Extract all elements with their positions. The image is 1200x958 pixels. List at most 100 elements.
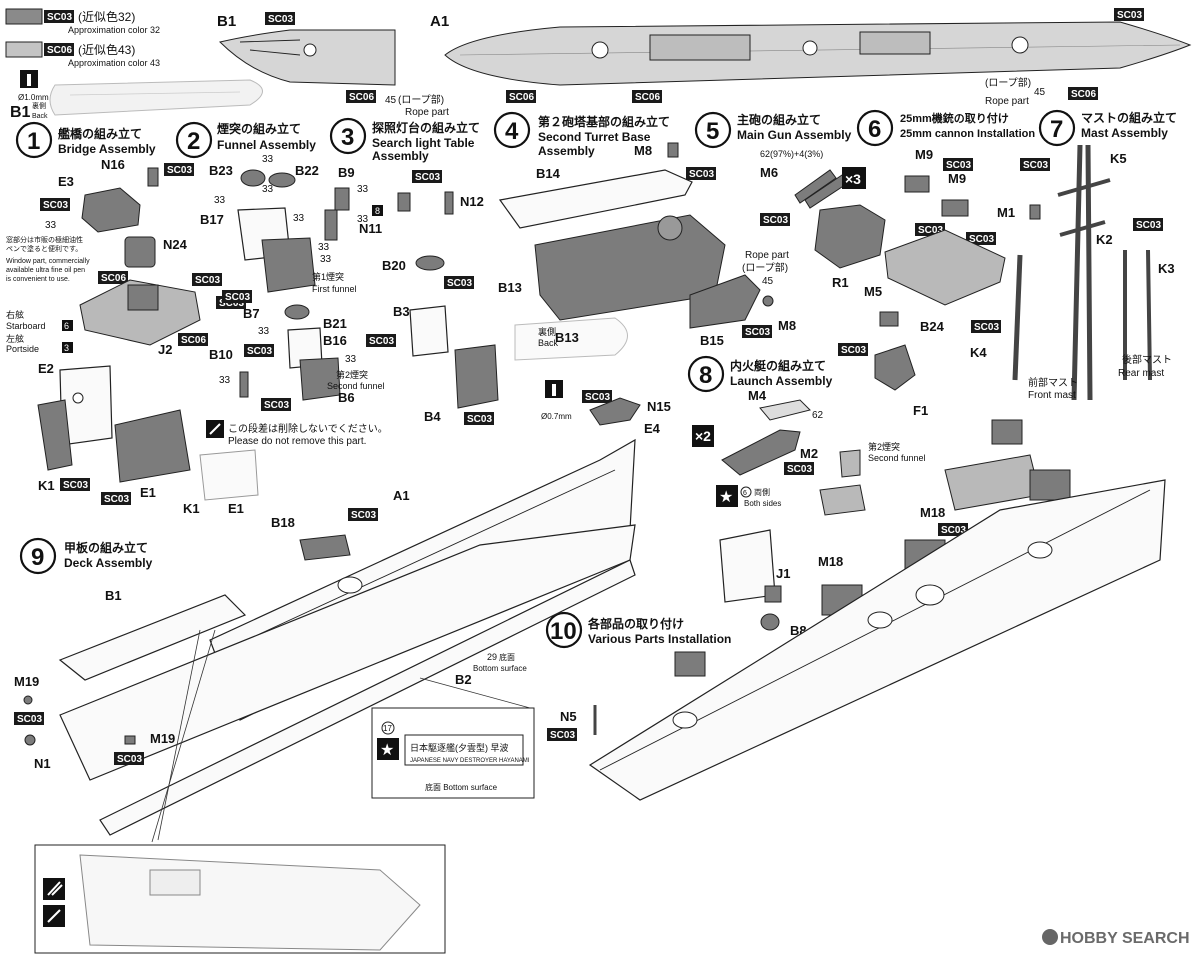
svg-text:SC03: SC03	[946, 160, 971, 171]
svg-text:33: 33	[214, 195, 226, 206]
svg-text:B13: B13	[498, 280, 522, 295]
svg-text:(近似色32): (近似色32)	[78, 10, 135, 24]
svg-text:★: ★	[380, 742, 394, 759]
svg-text:マストの組み立て: マストの組み立て	[1081, 110, 1177, 125]
legend-swatch-sc03	[5, 8, 43, 25]
svg-text:SC03: SC03	[264, 400, 289, 411]
svg-text:ペンで塗ると便利です。: ペンで塗ると便利です。	[6, 244, 82, 253]
svg-text:各部品の取り付け: 各部品の取り付け	[587, 616, 684, 631]
svg-text:Second funnel: Second funnel	[327, 381, 385, 391]
svg-text:(ロープ部): (ロープ部)	[398, 93, 444, 106]
step-6-header: 6 25mm機銃の取り付け 25mm cannon Installation	[856, 109, 1035, 147]
svg-text:N12: N12	[460, 194, 484, 209]
svg-text:B13: B13	[555, 330, 579, 345]
svg-text:B23: B23	[209, 163, 233, 178]
svg-text:E1: E1	[228, 501, 244, 516]
svg-text:Rope part: Rope part	[405, 107, 449, 118]
svg-text:E1: E1	[140, 485, 156, 500]
svg-text:SC03: SC03	[17, 714, 42, 725]
svg-text:33: 33	[357, 184, 369, 195]
svg-text:Bridge Assembly: Bridge Assembly	[58, 142, 156, 156]
svg-text:K4: K4	[970, 345, 987, 360]
svg-text:艦橋の組み立て: 艦橋の組み立て	[58, 126, 142, 141]
step-4-header: 4 第２砲塔基部の組み立て Second Turret Base Assembl…	[493, 111, 670, 158]
svg-text:Front mast: Front mast	[1028, 390, 1076, 401]
svg-text:Mast Assembly: Mast Assembly	[1081, 126, 1168, 140]
svg-text:Starboard: Starboard	[6, 321, 46, 331]
svg-text:M8: M8	[634, 143, 652, 158]
svg-text:Funnel Assembly: Funnel Assembly	[217, 138, 316, 152]
svg-text:E2: E2	[38, 361, 54, 376]
svg-text:SC03: SC03	[268, 14, 293, 25]
svg-text:4: 4	[505, 118, 519, 145]
svg-text:SC03: SC03	[195, 275, 220, 286]
svg-text:M2: M2	[800, 446, 818, 461]
svg-text:B9: B9	[338, 165, 355, 180]
svg-text:33: 33	[258, 326, 270, 337]
svg-text:Rear mast: Rear mast	[1118, 368, 1164, 379]
svg-text:Bottom surface: Bottom surface	[473, 664, 527, 673]
svg-text:×3: ×3	[845, 171, 861, 187]
svg-text:33: 33	[262, 184, 274, 195]
svg-text:29: 29	[487, 652, 497, 662]
svg-text:62: 62	[812, 410, 824, 421]
step-5-main-gun: 62(97%)+4(3%) M6 ×3 SC03 R1	[760, 149, 886, 290]
svg-text:9: 9	[31, 544, 44, 571]
svg-text:33: 33	[320, 254, 332, 265]
svg-text:M6: M6	[760, 165, 778, 180]
svg-text:K1: K1	[38, 478, 55, 493]
svg-text:SC03: SC03	[689, 169, 714, 180]
svg-text:B17: B17	[200, 212, 224, 227]
svg-text:Launch Assembly: Launch Assembly	[730, 374, 833, 388]
svg-text:甲板の組み立て: 甲板の組み立て	[64, 540, 148, 555]
svg-text:B1: B1	[10, 104, 31, 121]
svg-text:SC03: SC03	[167, 165, 192, 176]
svg-text:Assembly: Assembly	[372, 149, 429, 163]
svg-text:底面 Bottom surface: 底面 Bottom surface	[425, 782, 498, 792]
star-icon	[377, 738, 399, 760]
svg-text:SC03: SC03	[550, 730, 575, 741]
step-10-install: 第2煙突 Second funnel M18 SC03 M18 J1 B8 N5…	[547, 419, 1166, 801]
svg-text:Second funnel: Second funnel	[868, 453, 926, 463]
svg-text:M9: M9	[948, 171, 966, 186]
step-9-header: 9 甲板の組み立て Deck Assembly	[19, 537, 153, 575]
svg-text:SC03: SC03	[104, 494, 129, 505]
svg-text:JAPANESE NAVY DESTROYER HAYANA: JAPANESE NAVY DESTROYER HAYANAMI	[410, 758, 530, 764]
step-10-header: 10 各部品の取り付け Various Parts Installation	[545, 611, 731, 649]
svg-text:両側: 両側	[754, 487, 770, 497]
svg-text:7: 7	[1050, 116, 1063, 143]
svg-text:N15: N15	[647, 399, 671, 414]
svg-text:SC03: SC03	[1117, 10, 1142, 21]
svg-text:F1: F1	[913, 403, 928, 418]
svg-text:N11: N11	[359, 221, 382, 236]
svg-text:SC06: SC06	[349, 92, 374, 103]
svg-text:SC03: SC03	[225, 292, 250, 303]
svg-text:Back: Back	[32, 113, 48, 120]
svg-text:裏側: 裏側	[538, 326, 556, 337]
svg-text:N5: N5	[560, 709, 577, 724]
svg-text:後部マスト: 後部マスト	[1122, 353, 1172, 366]
svg-text:A1: A1	[393, 488, 410, 503]
svg-text:左舷: 左舷	[6, 333, 24, 344]
svg-text:8: 8	[699, 362, 712, 389]
svg-text:Window part, commercially: Window part, commercially	[6, 258, 90, 265]
svg-text:SC03: SC03	[117, 754, 142, 765]
svg-text:B15: B15	[700, 333, 724, 348]
svg-text:SC03: SC03	[63, 480, 88, 491]
svg-text:25mm機銃の取り付け: 25mm機銃の取り付け	[900, 111, 1009, 125]
svg-text:2: 2	[187, 128, 200, 155]
step-1-bridge: N16 SC03 E3 SC03 33 N24 SC03 SC06 SC03 S…	[6, 157, 246, 505]
svg-text:Please do not remove this part: Please do not remove this part.	[228, 436, 366, 447]
svg-text:33: 33	[262, 154, 274, 165]
svg-text:×2: ×2	[695, 428, 711, 444]
svg-text:45: 45	[762, 276, 774, 287]
svg-text:R1: R1	[832, 275, 849, 290]
svg-text:M19: M19	[150, 731, 175, 746]
svg-text:SC03: SC03	[941, 525, 966, 536]
svg-text:Rope part: Rope part	[745, 250, 789, 261]
svg-text:裏側: 裏側	[32, 101, 46, 110]
svg-text:HOBBY SEARCH: HOBBY SEARCH	[1060, 930, 1190, 947]
svg-text:SC06: SC06	[635, 92, 660, 103]
drill-b1-back: Ø1.0mm B1 裏側 Back	[10, 70, 263, 121]
